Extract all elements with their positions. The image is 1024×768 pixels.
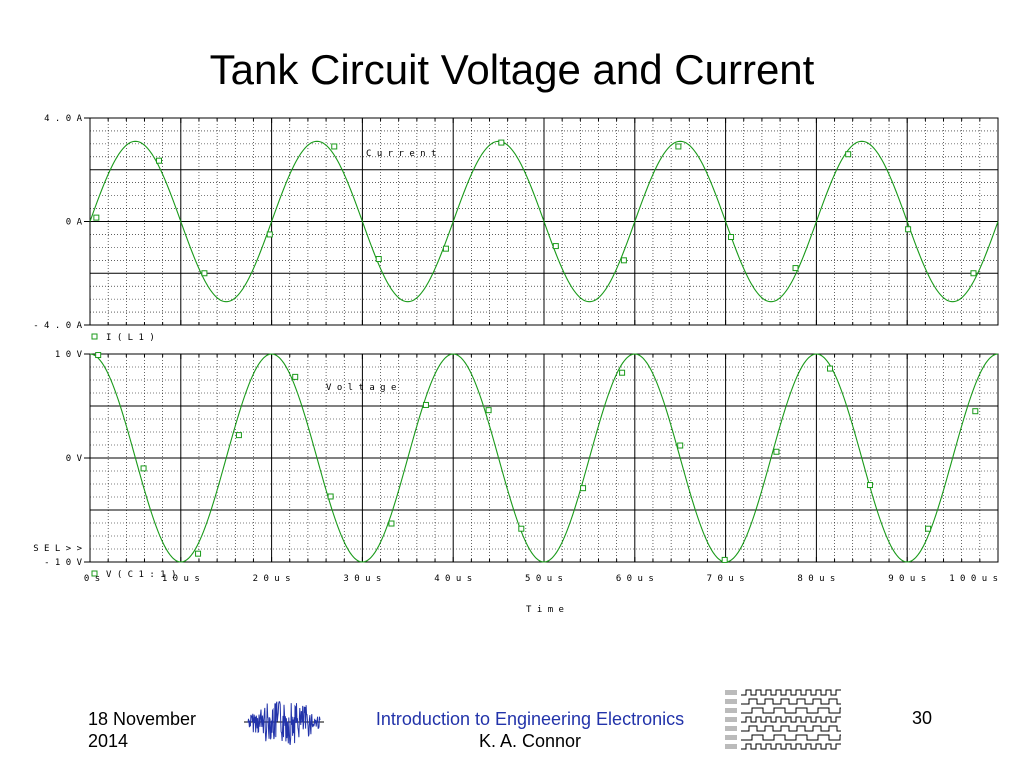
voltage-data-marker	[292, 373, 299, 380]
timing-waveform	[741, 725, 841, 732]
timing-row-label	[725, 717, 737, 722]
timing-row-label	[725, 735, 737, 740]
author-name: K. A. Connor	[478, 731, 582, 751]
voltage-data-marker	[972, 408, 979, 415]
voltage-legend-marker	[91, 570, 98, 577]
slide-title: Tank Circuit Voltage and Current	[209, 46, 815, 93]
page-number: 30	[912, 708, 933, 728]
timing-waveform	[741, 689, 841, 696]
x-tick-label: 1 0 u s	[162, 574, 200, 584]
voltage-data-marker	[866, 482, 873, 489]
voltage-data-marker	[518, 525, 525, 532]
current-data-marker	[498, 139, 505, 146]
current-y-tick-label: - 4 . 0 A	[33, 321, 82, 331]
current-y-tick-label: 4 . 0 A	[44, 114, 83, 124]
current-data-marker	[728, 234, 735, 241]
current-data-marker	[331, 143, 338, 150]
current-data-marker	[93, 214, 100, 221]
timing-waveform	[741, 716, 841, 723]
current-data-marker	[266, 231, 273, 238]
voltage-data-marker	[485, 407, 492, 414]
voltage-data-marker	[619, 369, 626, 376]
voltage-y-tick-label: 0 V	[66, 454, 83, 464]
x-axis-label: T i m e	[526, 605, 564, 615]
timing-waveform	[741, 707, 841, 714]
timing-waveform	[741, 743, 841, 750]
time-axis: 0 s 1 0 u s 2 0 u s 3 0 u s 4 0 u s 5 0 u s 6 …	[84, 574, 998, 615]
voltage-data-marker	[580, 485, 587, 492]
current-data-marker	[442, 245, 449, 252]
current-data-marker	[156, 157, 163, 164]
voltage-data-marker	[235, 432, 242, 439]
current-data-marker	[375, 256, 382, 263]
voltage-data-marker	[95, 352, 102, 359]
footer-course-info: Introduction to Engineering Electronics …	[340, 708, 720, 752]
voltage-trace-annotation: V o l t a g e	[326, 383, 396, 393]
current-trace-annotation: C u r r e n t	[366, 149, 436, 159]
timing-row-label	[725, 699, 737, 704]
voltage-plot-panel: 1 0 V 0 V - 1 0 V V o l t a g e V ( C 1 : 1 …	[33, 350, 999, 580]
current-data-marker	[845, 151, 852, 158]
voltage-data-marker	[422, 401, 429, 408]
timing-waveform	[741, 698, 841, 705]
voltage-data-marker	[388, 520, 395, 527]
oscilloscope-plot: 4 . 0 A 0 A - 4 . 0 A C u r r e n t I ( L 1 …	[33, 114, 999, 615]
digital-timing-logo	[725, 689, 841, 750]
timing-row-label	[725, 690, 737, 695]
voltage-data-marker	[925, 525, 932, 532]
voltage-y-tick-label: - 1 0 V	[44, 558, 83, 568]
x-tick-label: 4 0 u s	[434, 574, 472, 584]
voltage-data-marker	[140, 465, 147, 472]
current-legend-label: I ( L 1 )	[106, 333, 155, 343]
current-data-marker	[970, 270, 977, 277]
x-tick-label: 5 0 u s	[525, 574, 563, 584]
timing-row-label	[725, 726, 737, 731]
current-data-marker	[675, 143, 682, 150]
voltage-series-line	[89, 353, 999, 563]
x-tick-label: 6 0 u s	[616, 574, 654, 584]
current-data-marker	[552, 243, 559, 250]
x-tick-label: 9 0 u s	[888, 574, 926, 584]
current-data-marker	[201, 270, 208, 277]
current-data-marker	[792, 265, 799, 272]
voltage-data-marker	[195, 550, 202, 557]
current-plot-panel: 4 . 0 A 0 A - 4 . 0 A C u r r e n t I ( L 1 …	[33, 114, 999, 343]
voltage-data-marker	[721, 556, 728, 563]
voltage-data-marker	[827, 365, 834, 372]
timing-row-label	[725, 744, 737, 749]
current-data-marker	[905, 226, 912, 233]
x-tick-label: 1 0 0 u s	[949, 574, 998, 584]
x-tick-label: 7 0 u s	[707, 574, 745, 584]
voltage-data-marker	[773, 448, 780, 455]
noise-signal-logo	[244, 701, 324, 746]
voltage-y-tick-label: 1 0 V	[55, 350, 83, 360]
x-tick-label: 2 0 u s	[253, 574, 291, 584]
voltage-data-marker	[327, 493, 334, 500]
cursor-select-label: S E L > >	[33, 544, 82, 554]
voltage-data-marker	[677, 442, 684, 449]
x-tick-label: 8 0 u s	[797, 574, 835, 584]
current-legend-marker	[91, 333, 98, 340]
footer-date: 18 November 2014	[88, 709, 197, 751]
x-tick-label: 0 s	[84, 574, 100, 584]
timing-row-label	[725, 708, 737, 713]
timing-waveform	[741, 734, 841, 741]
current-data-marker	[620, 257, 627, 264]
voltage-legend-label: V ( C 1 : 1 )	[106, 570, 176, 580]
current-y-tick-label: 0 A	[66, 218, 83, 228]
x-tick-label: 3 0 u s	[343, 574, 381, 584]
course-title: Introduction to Engineering Electronics	[375, 709, 685, 729]
